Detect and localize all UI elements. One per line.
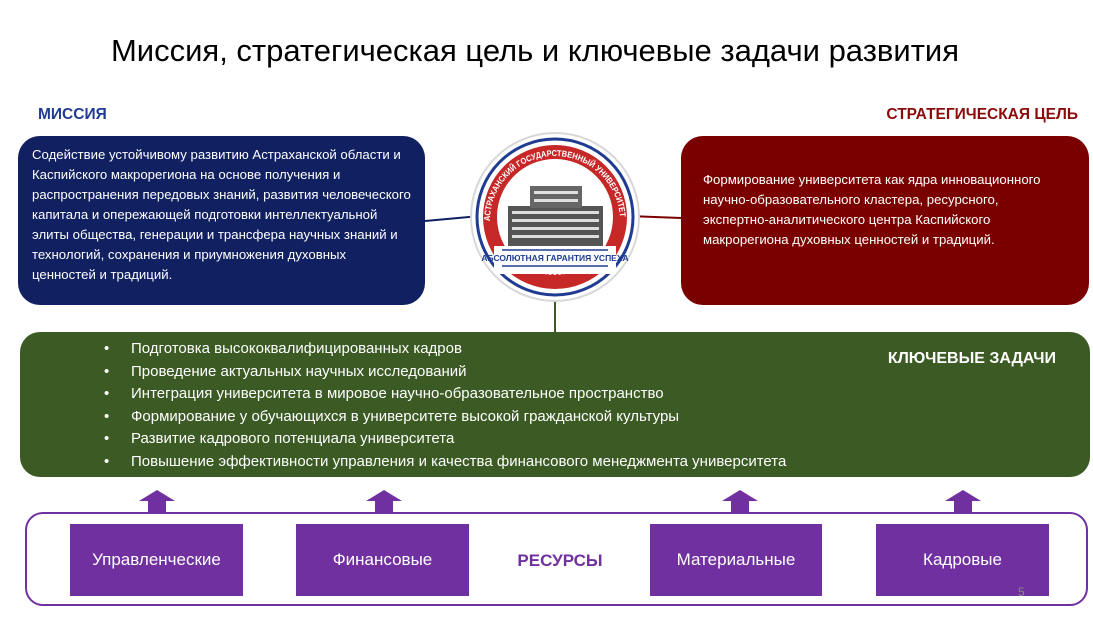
page-number: 5 — [1018, 585, 1025, 599]
university-logo: АСТРАХАНСКИЙ ГОСУДАРСТВЕННЫЙ УНИВЕРСИТЕТ… — [470, 132, 640, 302]
task-item: Повышение эффективности управления и кач… — [104, 451, 786, 474]
key-tasks-list: Подготовка высококвалифицированных кадро… — [104, 338, 786, 473]
task-item: Интеграция университета в мировое научно… — [104, 383, 786, 406]
arrow-up-icon — [139, 490, 175, 512]
resources-frame — [25, 512, 1088, 606]
strategy-box: Формирование университета как ядра иннов… — [681, 136, 1089, 305]
strategy-heading: СТРАТЕГИЧЕСКАЯ ЦЕЛЬ — [886, 106, 1078, 123]
arrow-up-icon — [945, 490, 981, 512]
arrow-up-icon — [366, 490, 402, 512]
slide-title: Миссия, стратегическая цель и ключевые з… — [110, 33, 960, 68]
mission-box: Содействие устойчивому развитию Астрахан… — [18, 136, 425, 305]
resource-personnel: Кадровые — [876, 524, 1049, 596]
task-item: Развитие кадрового потенциала университе… — [104, 428, 786, 451]
arrow-up-icon — [722, 490, 758, 512]
mission-heading: МИССИЯ — [38, 106, 107, 123]
task-item: Подготовка высококвалифицированных кадро… — [104, 338, 786, 361]
resource-managerial: Управленческие — [70, 524, 243, 596]
key-tasks-box: Подготовка высококвалифицированных кадро… — [20, 332, 1090, 477]
logo-slogan: АБСОЛЮТНАЯ ГАРАНТИЯ УСПЕХА — [481, 253, 628, 263]
resources-label: РЕСУРСЫ — [517, 551, 603, 570]
resource-material: Материальные — [650, 524, 822, 596]
resource-financial: Финансовые — [296, 524, 469, 596]
task-item: Формирование у обучающихся в университет… — [104, 406, 786, 429]
key-tasks-heading: КЛЮЧЕВЫЕ ЗАДАЧИ — [887, 350, 1056, 367]
logo-year: 1932 — [546, 272, 565, 282]
task-item: Проведение актуальных научных исследован… — [104, 361, 786, 384]
